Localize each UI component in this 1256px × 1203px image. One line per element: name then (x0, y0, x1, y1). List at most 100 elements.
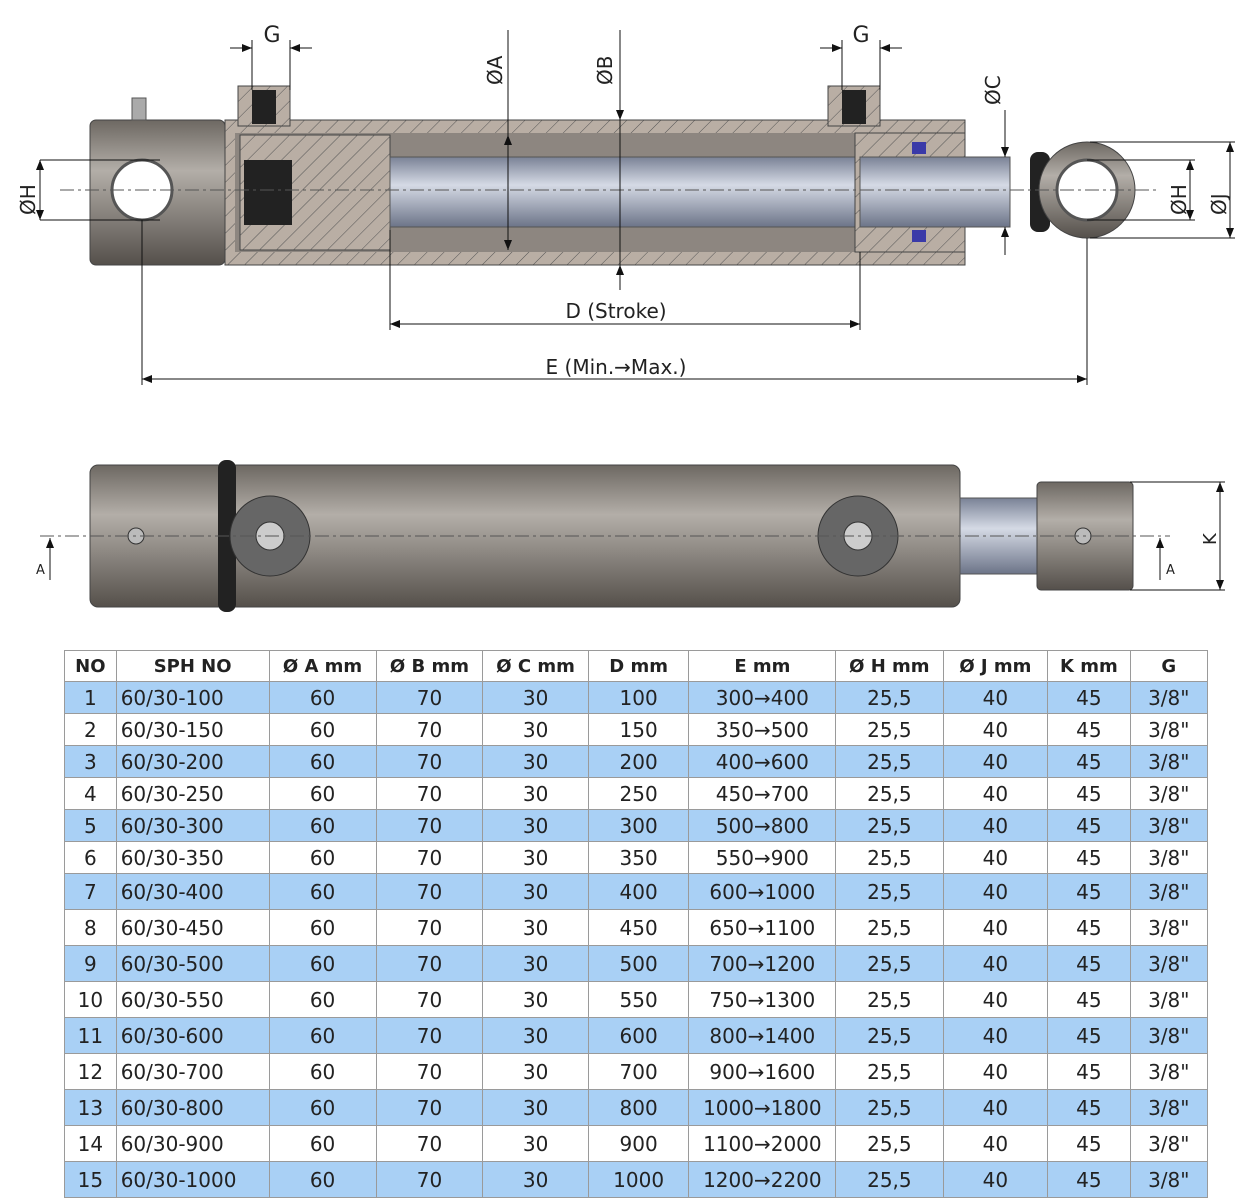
table-cell: 8 (64, 909, 117, 946)
table-cell: 25,5 (835, 1017, 944, 1054)
table-cell: 300 (587, 809, 690, 842)
table-cell: 30 (482, 873, 589, 910)
table-cell: 25,5 (835, 1053, 944, 1090)
table-cell: 70 (375, 681, 484, 714)
table-cell: 200 (587, 745, 690, 778)
table-cell: 3/8" (1129, 745, 1209, 778)
table-cell: 550→900 (688, 841, 837, 874)
table-cell: 25,5 (835, 873, 944, 910)
table-cell: 30 (482, 909, 589, 946)
table-cell: 5 (64, 809, 117, 842)
table-cell: 1000 (587, 1161, 690, 1198)
table-cell: 30 (482, 841, 589, 874)
label-section-a-right: A (1166, 563, 1175, 578)
table-cell: 400 (587, 873, 690, 910)
table-cell: 450→700 (688, 777, 837, 810)
table-cell: 350→500 (688, 713, 837, 746)
table-cell: 60/30-500 (115, 945, 270, 982)
table-cell: 70 (375, 809, 484, 842)
table-cell: 400→600 (688, 745, 837, 778)
table-cell: 70 (375, 981, 484, 1018)
grease-nipple-icon (131, 97, 147, 121)
table-cell: 3/8" (1129, 981, 1209, 1018)
table-cell: 6 (64, 841, 117, 874)
table-cell: 60/30-200 (115, 745, 270, 778)
table-cell: 150 (587, 713, 690, 746)
table-cell: 60 (268, 681, 377, 714)
table-cell: 40 (942, 1161, 1049, 1198)
table-cell: 70 (375, 1053, 484, 1090)
table-cell: 25,5 (835, 809, 944, 842)
table-cell: 100 (587, 681, 690, 714)
column-header: Ø H mm (835, 650, 944, 682)
table-cell: 40 (942, 713, 1049, 746)
table-cell: 40 (942, 1053, 1049, 1090)
dimensions (36, 30, 1235, 385)
table-cell: 3/8" (1129, 1125, 1209, 1162)
column-header: NO (64, 650, 117, 682)
table-cell: 70 (375, 1125, 484, 1162)
table-cell: 60 (268, 841, 377, 874)
table-cell: 45 (1047, 1017, 1131, 1054)
side-view (40, 460, 1225, 612)
table-cell: 30 (482, 945, 589, 982)
table-cell: 30 (482, 745, 589, 778)
table-cell: 3/8" (1129, 841, 1209, 874)
label-g-left: G (263, 23, 280, 48)
table-cell: 25,5 (835, 681, 944, 714)
table-cell: 70 (375, 945, 484, 982)
table-cell: 60 (268, 1053, 377, 1090)
table-cell: 45 (1047, 713, 1131, 746)
table-cell: 450 (587, 909, 690, 946)
table-cell: 550 (587, 981, 690, 1018)
table-cell: 45 (1047, 909, 1131, 946)
table-cell: 40 (942, 809, 1049, 842)
table-cell: 3/8" (1129, 681, 1209, 714)
table-cell: 25,5 (835, 909, 944, 946)
seal (912, 230, 926, 242)
table-cell: 25,5 (835, 1089, 944, 1126)
table-cell: 600→1000 (688, 873, 837, 910)
table-cell: 3/8" (1129, 873, 1209, 910)
table-cell: 30 (482, 1017, 589, 1054)
table-cell: 30 (482, 681, 589, 714)
table-cell: 45 (1047, 809, 1131, 842)
table-cell: 30 (482, 713, 589, 746)
label-dia-j: ØJ (1207, 193, 1231, 215)
table-cell: 25,5 (835, 745, 944, 778)
table-cell: 40 (942, 841, 1049, 874)
table-cell: 800→1400 (688, 1017, 837, 1054)
table-cell: 14 (64, 1125, 117, 1162)
table-cell: 40 (942, 681, 1049, 714)
table-cell: 3/8" (1129, 1089, 1209, 1126)
table-cell: 45 (1047, 841, 1131, 874)
table-cell: 70 (375, 1161, 484, 1198)
table-cell: 45 (1047, 745, 1131, 778)
table-cell: 3/8" (1129, 1053, 1209, 1090)
label-stroke: D (Stroke) (565, 299, 666, 323)
table-cell: 70 (375, 841, 484, 874)
table-cell: 30 (482, 1053, 589, 1090)
table-cell: 40 (942, 777, 1049, 810)
table-cell: 70 (375, 873, 484, 910)
label-dia-h-left: ØH (16, 184, 40, 215)
table-cell: 350 (587, 841, 690, 874)
column-header: E mm (688, 650, 837, 682)
table-cell: 1 (64, 681, 117, 714)
table-cell: 30 (482, 1089, 589, 1126)
table-cell: 30 (482, 1161, 589, 1198)
column-header: Ø A mm (268, 650, 377, 682)
cylinder-drawing: G G ØA ØB ØC ØH ØH ØJ D (Stroke) E (Min.… (16, 23, 1235, 612)
seal (912, 142, 926, 154)
table-cell: 3/8" (1129, 909, 1209, 946)
table-cell: 25,5 (835, 1161, 944, 1198)
label-dia-c: ØC (981, 75, 1005, 105)
table-cell: 60/30-600 (115, 1017, 270, 1054)
piston-thread (244, 160, 292, 225)
